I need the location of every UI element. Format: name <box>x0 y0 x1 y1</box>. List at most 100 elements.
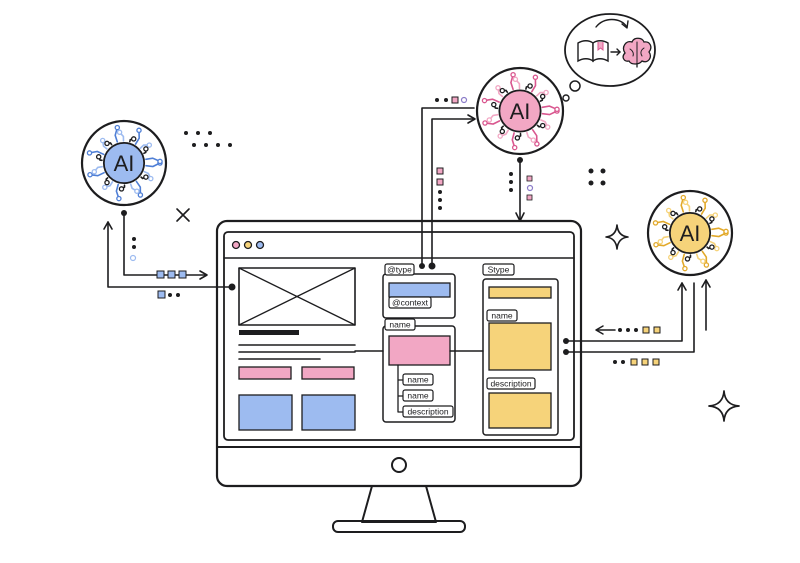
window-close-dot-icon[interactable] <box>231 240 241 250</box>
context-tag-label: @context <box>392 297 429 307</box>
name-box <box>382 325 456 423</box>
circuit-pad <box>714 245 720 252</box>
circuit-pad <box>510 71 516 78</box>
arrow-right-icon <box>610 48 621 56</box>
deco-dot <box>196 131 200 135</box>
monitor-neck <box>361 485 437 523</box>
circuit-pad <box>544 124 551 130</box>
type-tag-label: @type <box>387 264 412 274</box>
schema-right-anchor-node <box>563 349 569 355</box>
circuit-pad <box>539 93 546 100</box>
circuit-pad <box>652 220 659 226</box>
circuit-pad <box>482 120 488 126</box>
trail-dot <box>509 172 513 176</box>
data-packet <box>167 270 176 279</box>
circuit-pad <box>95 154 102 160</box>
deco-dot <box>600 168 606 174</box>
circuit-pad <box>146 142 153 148</box>
trail-dot <box>613 360 617 364</box>
data-packet <box>436 178 444 186</box>
ai-chip-top-icon[interactable]: AI <box>475 66 565 156</box>
deco-dot <box>192 143 196 147</box>
ai-label-right: AI <box>680 221 701 246</box>
trail-dot <box>444 98 448 102</box>
data-packet <box>178 270 187 279</box>
book-icon <box>577 40 609 63</box>
trail-dot <box>634 328 638 332</box>
circuit-pad <box>709 216 715 222</box>
trail-dot <box>526 184 534 192</box>
tree-connector <box>397 364 404 413</box>
circuit-pad <box>512 76 519 83</box>
left-ai-out-node <box>121 210 127 216</box>
child-tag-1 <box>402 373 434 386</box>
trail-dot <box>132 237 136 241</box>
circuit-traces <box>481 71 560 151</box>
circuit-pad <box>130 136 137 142</box>
ai-chip-right-icon[interactable]: AI <box>646 189 734 277</box>
left-ai-out-arrowhead <box>199 270 208 280</box>
stype-tag <box>482 263 515 276</box>
circuit-pad <box>495 85 501 91</box>
right-description-tag-label: description <box>490 378 531 388</box>
circuit-pad <box>530 137 537 143</box>
trail-dot <box>438 190 442 194</box>
right-ai-in-arrowhead <box>677 282 687 291</box>
circuit-pad <box>514 135 521 141</box>
child-tag-3-label: description <box>407 406 448 416</box>
circuit-pad <box>157 158 163 165</box>
deco-dot <box>204 143 208 147</box>
stype-tag-label: Stype <box>488 264 510 274</box>
top-ai-out-arrowhead <box>467 114 476 124</box>
deco-dot <box>208 131 212 135</box>
deco-dot <box>588 168 594 174</box>
data-packet <box>652 358 660 366</box>
top-ai-connector <box>419 96 534 270</box>
process-arrow-icon <box>595 18 628 28</box>
circuit-pad <box>143 146 149 152</box>
monitor <box>215 219 583 533</box>
deco-dot <box>228 143 232 147</box>
circuit-pad <box>682 199 689 206</box>
deco-dot <box>588 180 594 186</box>
trail-dot <box>626 328 630 332</box>
circuit-trace <box>484 120 501 125</box>
trail-dot <box>129 254 137 262</box>
circuit-pad <box>143 174 149 180</box>
sparkle-icon <box>605 224 629 250</box>
window-minimize-dot-icon[interactable] <box>243 240 253 250</box>
window-maximize-dot-icon[interactable] <box>255 240 265 250</box>
right-ai-connector <box>563 279 711 366</box>
data-packet <box>630 358 638 366</box>
circuit-pad <box>114 124 121 131</box>
circuit-pad <box>696 206 703 212</box>
right-description-tag <box>486 377 536 390</box>
power-button-icon[interactable] <box>391 457 407 473</box>
image-placeholder <box>238 267 356 326</box>
circuit-pad <box>99 137 106 144</box>
schema-anchor-node <box>428 262 436 270</box>
circuit-trace <box>531 76 537 93</box>
name-tag <box>384 318 416 331</box>
circuit-pad <box>486 117 493 123</box>
ai-chip-left-icon[interactable]: AI <box>80 119 168 207</box>
right-ai-in-line <box>565 282 683 342</box>
child-tag-3 <box>402 405 454 418</box>
circuit-pad <box>684 256 691 262</box>
circuit-pad <box>534 141 540 147</box>
circuit-pad <box>148 175 154 182</box>
circuit-pad <box>499 128 506 135</box>
trail-dot <box>132 245 136 249</box>
circuit-pad <box>670 249 676 256</box>
circuit-pad <box>682 265 688 272</box>
left-ai-in-line <box>107 221 233 288</box>
top-ai-down-node <box>517 157 523 163</box>
circuit-pad <box>723 228 729 235</box>
image-placeholder-cross-b <box>238 267 356 326</box>
circuit-pad <box>539 122 546 129</box>
top-ai-down-arrowhead <box>515 212 525 222</box>
circuit-pad <box>665 207 672 214</box>
right-ai-up-arrowhead <box>701 279 711 288</box>
